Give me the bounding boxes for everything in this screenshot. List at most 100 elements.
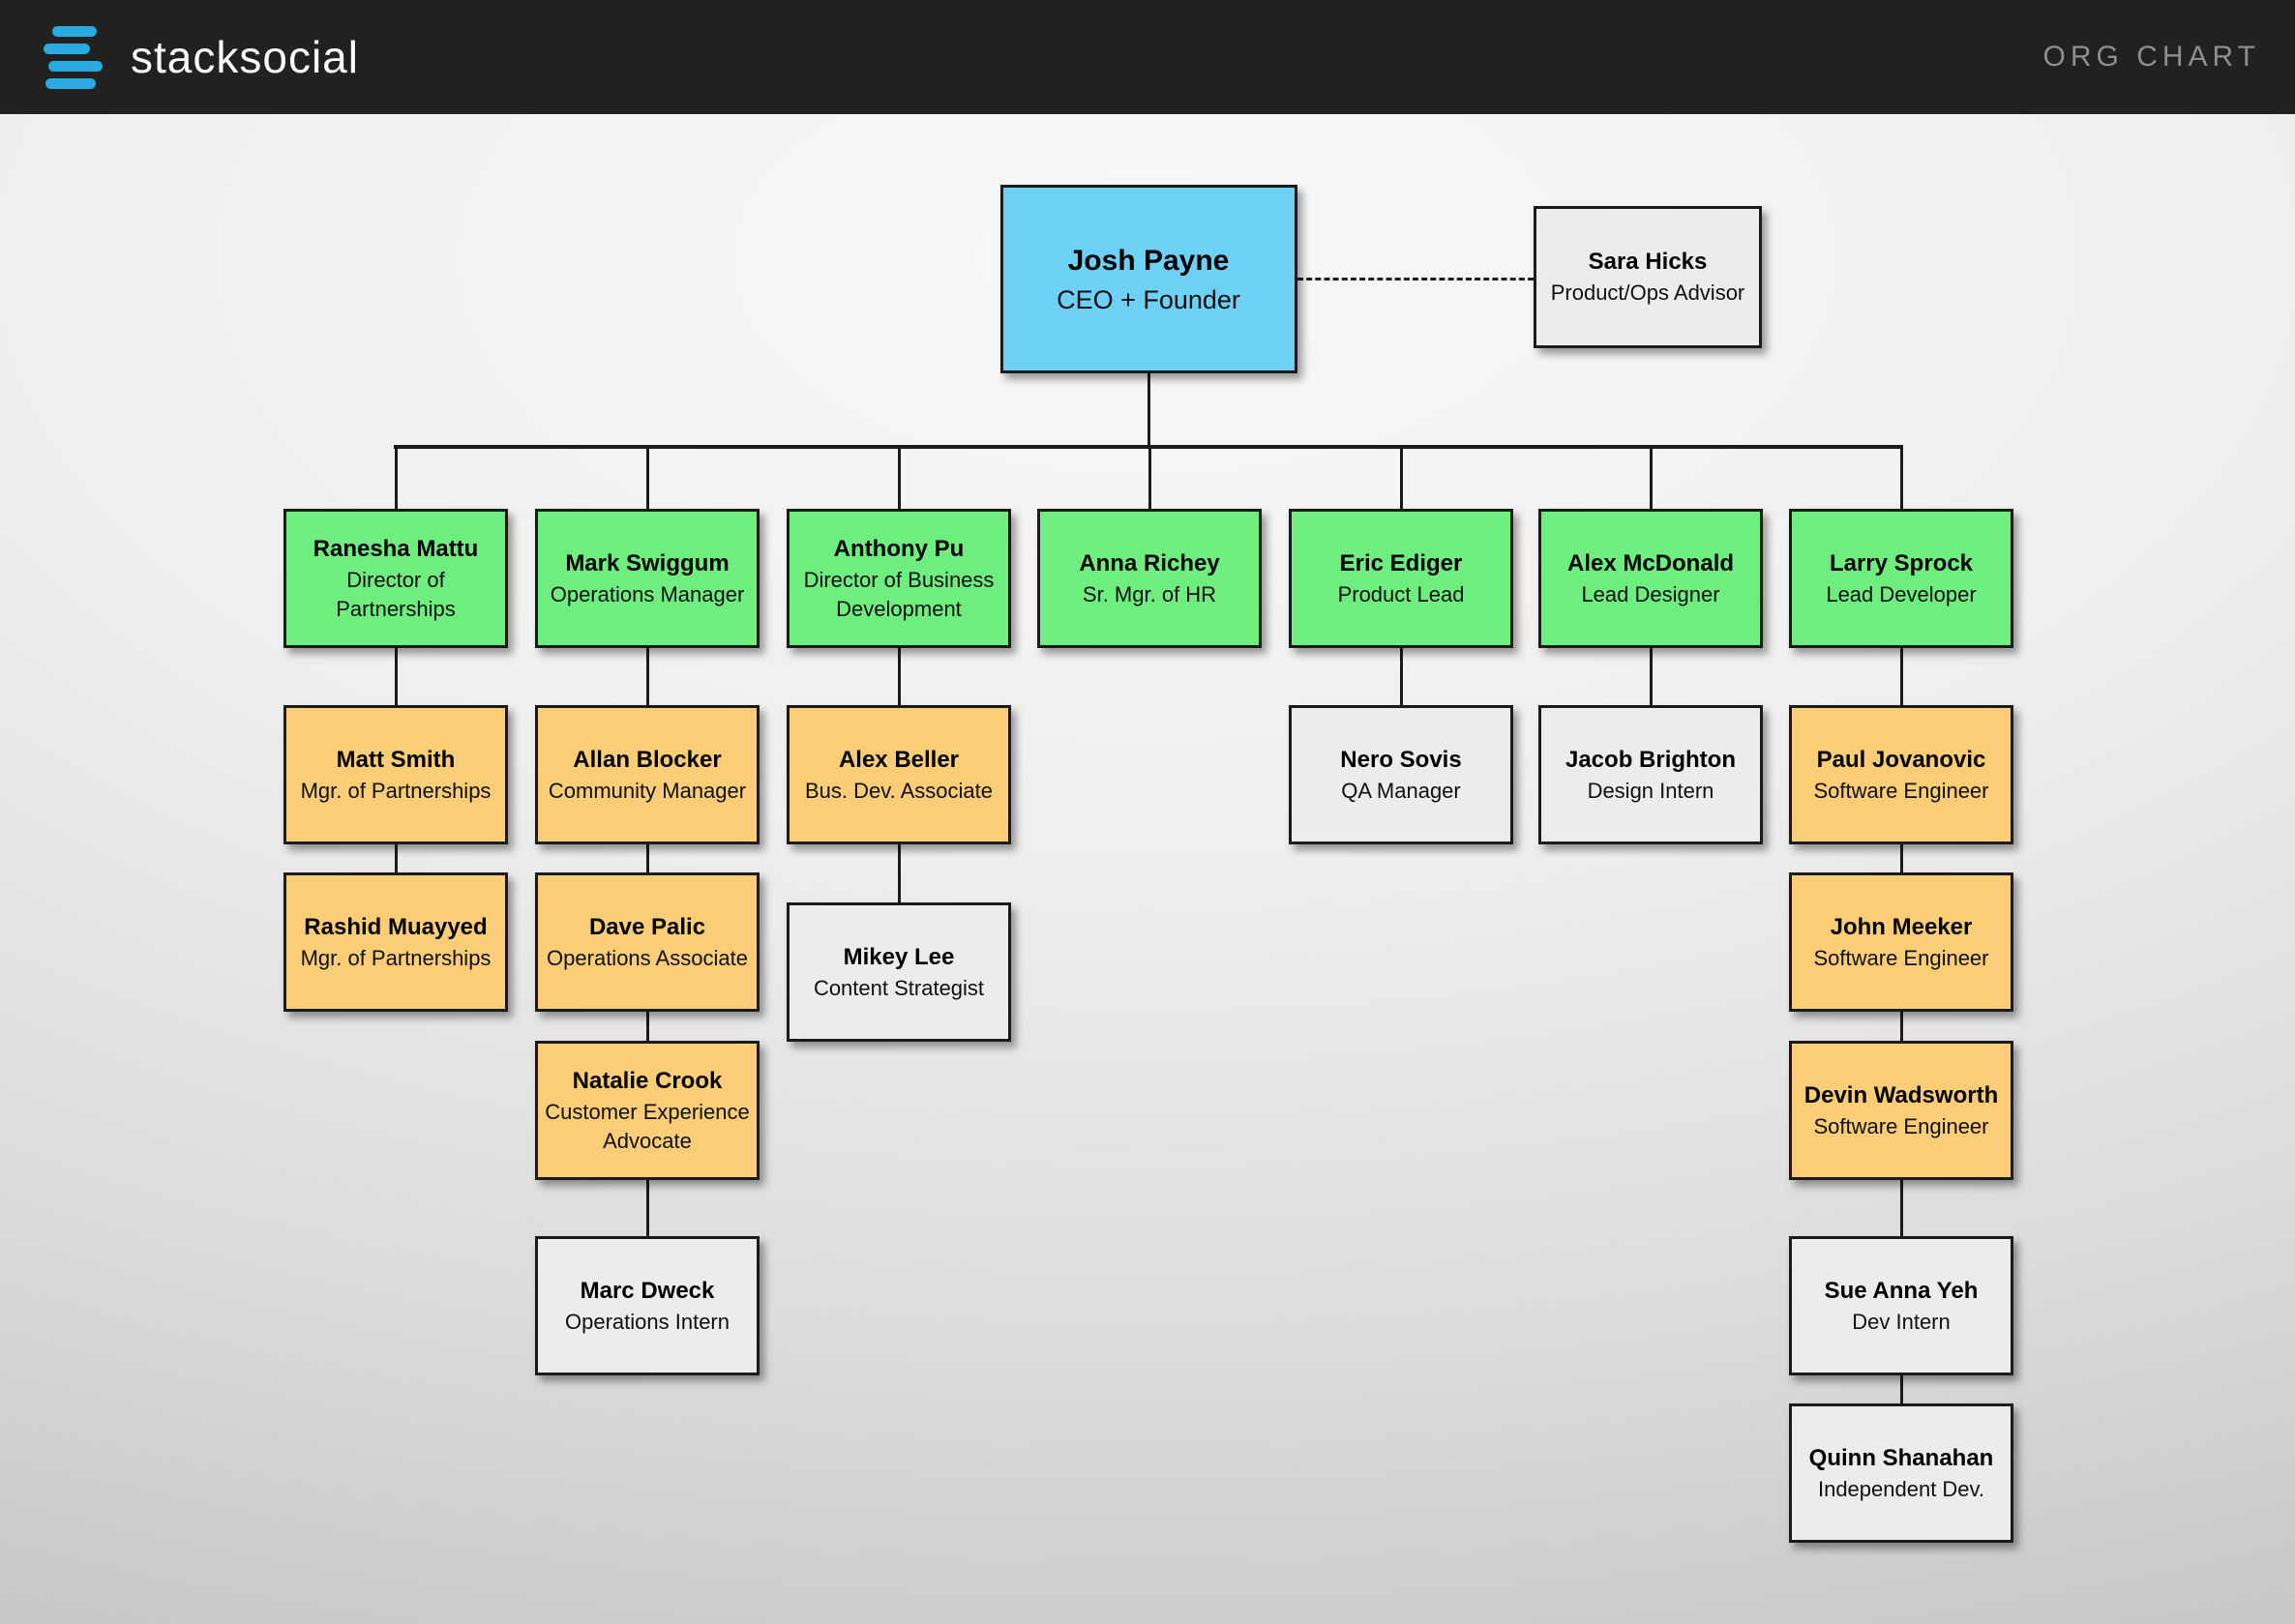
page-title: ORG CHART <box>2042 41 2260 73</box>
org-node-name: Dave Palic <box>588 913 706 940</box>
connector-line <box>897 648 901 705</box>
org-node-title: Lead Designer <box>1581 581 1720 606</box>
org-node-title: Lead Developer <box>1826 581 1977 606</box>
org-node-title: Mgr. of Partnerships <box>300 778 492 803</box>
org-node-title: Operations Intern <box>565 1309 730 1334</box>
org-node-name: Josh Payne <box>1067 245 1230 278</box>
org-node-title: Bus. Dev. Associate <box>804 778 993 803</box>
connector-line <box>645 445 649 509</box>
org-node-title: Mgr. of Partnerships <box>300 945 492 970</box>
org-node-title: Sr. Mgr. of HR <box>1082 581 1217 606</box>
org-node-name: Quinn Shanahan <box>1808 1444 1994 1471</box>
org-node-anthony[interactable]: Anthony Pu Director of Business Developme… <box>787 509 1011 648</box>
org-node-name: John Meeker <box>1830 913 1973 940</box>
org-node-name: Natalie Crook <box>572 1067 723 1094</box>
connector-line <box>645 648 649 705</box>
stacksocial-logo[interactable]: stacksocial <box>44 25 359 89</box>
org-node-name: Alex Beller <box>838 746 960 773</box>
org-node-nero[interactable]: Nero Sovis QA Manager <box>1289 705 1513 844</box>
org-node-title: Independent Dev. <box>1817 1476 1985 1501</box>
org-node-name: Alex McDonald <box>1566 549 1735 576</box>
org-node-title: Operations Manager <box>550 581 745 606</box>
org-node-name: Eric Ediger <box>1339 549 1463 576</box>
connector-line <box>1899 1180 1903 1236</box>
stack-logo-icon <box>44 25 105 89</box>
org-node-name: Anna Richey <box>1079 549 1220 576</box>
connector-line <box>1899 1375 1903 1403</box>
org-node-title: Product/Ops Advisor <box>1550 281 1745 306</box>
connector-line <box>1899 1012 1903 1041</box>
org-node-title: Customer Experience Advocate <box>545 1099 750 1154</box>
connector-line <box>645 1012 649 1041</box>
org-node-title: Dev Intern <box>1852 1309 1951 1334</box>
connector-line <box>1649 445 1653 509</box>
org-node-name: Allan Blocker <box>573 746 722 773</box>
connector-line <box>645 844 649 872</box>
connector-line <box>897 844 901 902</box>
connector-line <box>1899 648 1903 705</box>
org-node-name: Devin Wadsworth <box>1803 1081 1999 1108</box>
org-node-title: Software Engineer <box>1813 945 1989 970</box>
org-node-title: Design Intern <box>1587 778 1714 803</box>
org-node-name: Mark Swiggum <box>565 549 730 576</box>
connector-line <box>897 445 901 509</box>
connector-line <box>645 1180 649 1236</box>
org-node-name: Anthony Pu <box>833 535 965 562</box>
org-node-name: Sara Hicks <box>1588 249 1708 276</box>
org-node-name: Sue Anna Yeh <box>1824 1277 1979 1304</box>
connector-line <box>1148 445 1151 509</box>
dashed-connector-line <box>1297 278 1534 281</box>
logo-text: stacksocial <box>131 32 359 82</box>
connector-line <box>1399 648 1403 705</box>
org-node-title: QA Manager <box>1341 778 1461 803</box>
org-node-name: Nero Sovis <box>1340 746 1462 773</box>
org-node-title: Software Engineer <box>1813 778 1989 803</box>
org-node-title: CEO + Founder <box>1057 285 1240 315</box>
connector-line <box>1147 373 1150 445</box>
org-node-title: Product Lead <box>1337 581 1465 606</box>
connector-line <box>394 844 398 872</box>
connector-line <box>394 445 398 509</box>
org-node-name: Paul Jovanovic <box>1816 746 1986 773</box>
org-node-name: Marc Dweck <box>580 1277 715 1304</box>
app-header: stacksocial ORG CHART <box>0 0 2295 114</box>
connector-line <box>1399 445 1403 509</box>
org-node-title: Director of Business Development <box>803 567 995 622</box>
org-node-title: Community Manager <box>548 778 747 803</box>
org-node-title: Operations Associate <box>547 945 748 970</box>
org-node-title: Content Strategist <box>813 975 985 1000</box>
org-node-name: Larry Sprock <box>1829 549 1974 576</box>
org-node-title: Director of Partnerships <box>336 567 456 622</box>
org-node-name: Jacob Brighton <box>1565 746 1736 773</box>
connector-line <box>1649 648 1653 705</box>
connector-line <box>1899 445 1903 509</box>
connector-line <box>394 648 398 705</box>
connector-line <box>1899 844 1903 872</box>
org-node-title: Software Engineer <box>1813 1113 1989 1138</box>
org-node-name: Ranesha Mattu <box>313 535 479 562</box>
